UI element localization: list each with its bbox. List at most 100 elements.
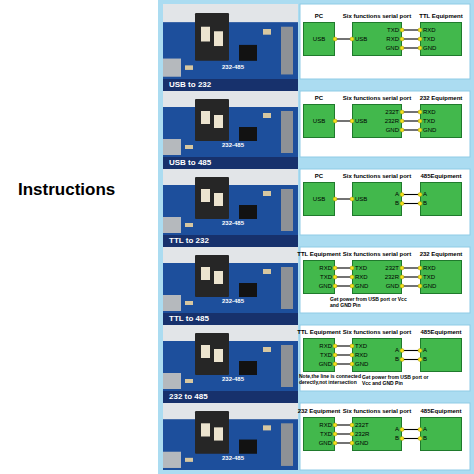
port-label: GND bbox=[319, 283, 332, 290]
device-box: 485EquipmentAB bbox=[420, 417, 462, 451]
pin-dot bbox=[350, 284, 354, 288]
wire bbox=[335, 198, 352, 199]
device-heading: 232 Equipment bbox=[420, 95, 463, 102]
frame bbox=[158, 0, 474, 474]
pin-dot bbox=[400, 110, 404, 114]
device-box: 232 EquipmentRXDTXDGND bbox=[420, 104, 462, 138]
port-label: RXD bbox=[423, 265, 436, 272]
port-label: GND bbox=[386, 283, 399, 290]
port-label: GND bbox=[319, 361, 332, 368]
mode-band: USB to 485 bbox=[163, 157, 298, 169]
port-label: TXD bbox=[423, 36, 435, 43]
device-heading: Six functions serial port bbox=[343, 251, 411, 258]
pin-dot bbox=[350, 423, 354, 427]
port-label: 232T bbox=[385, 265, 399, 272]
port-label: RXD bbox=[355, 274, 368, 281]
device-box: TTL EquipmentRXDTXDGND bbox=[420, 22, 462, 56]
device-box: 232 EquipmentRXDTXDGND bbox=[420, 260, 462, 294]
port-label: 232R bbox=[385, 274, 399, 281]
port-label: A bbox=[423, 426, 427, 433]
pin-dot bbox=[418, 128, 422, 132]
silkscreen-text: 232-485 bbox=[222, 142, 244, 149]
wire bbox=[402, 194, 420, 195]
port-label: GND bbox=[386, 45, 399, 52]
diagram-cell bbox=[300, 4, 470, 79]
port-label: A bbox=[423, 191, 427, 198]
port-label: USB bbox=[355, 196, 367, 203]
port-label: 232T bbox=[385, 109, 399, 116]
device-box: PCUSB bbox=[303, 104, 335, 138]
port-label: USB bbox=[355, 118, 367, 125]
wire bbox=[402, 129, 420, 130]
port-label: TXD bbox=[423, 118, 435, 125]
pin-dot bbox=[333, 284, 337, 288]
pin-dot bbox=[333, 197, 337, 201]
port-label: TXD bbox=[320, 274, 332, 281]
device-heading: Six functions serial port bbox=[343, 95, 411, 102]
port-label: GND bbox=[355, 283, 368, 290]
port-label: RXD bbox=[355, 352, 368, 359]
device-heading: Six functions serial port bbox=[343, 408, 411, 415]
port-label: 232R bbox=[355, 431, 369, 438]
wire bbox=[402, 120, 420, 121]
wire bbox=[402, 285, 420, 286]
pin-dot bbox=[400, 284, 404, 288]
port-label: TXD bbox=[423, 274, 435, 281]
wire bbox=[402, 111, 420, 112]
pin-dot bbox=[418, 266, 422, 270]
diagram-cell bbox=[300, 91, 470, 157]
pin-dot bbox=[333, 432, 337, 436]
pin-dot bbox=[333, 37, 337, 41]
port-label: GND bbox=[319, 440, 332, 447]
port-label: B bbox=[395, 435, 399, 442]
board-photo bbox=[163, 91, 298, 157]
port-label: GND bbox=[386, 127, 399, 134]
pin-dot bbox=[350, 344, 354, 348]
wire bbox=[402, 350, 420, 351]
note-text: Get power from USB port or Vcc and GND P… bbox=[330, 296, 410, 308]
pin-dot bbox=[350, 197, 354, 201]
port-label: RXD bbox=[423, 27, 436, 34]
board-photo bbox=[163, 325, 298, 391]
wire bbox=[335, 345, 352, 346]
port-label: GND bbox=[355, 440, 368, 447]
pin-dot bbox=[400, 266, 404, 270]
device-heading: 232 Equipment bbox=[420, 251, 463, 258]
port-label: RXD bbox=[319, 265, 332, 272]
pin-dot bbox=[400, 46, 404, 50]
wire bbox=[335, 433, 352, 434]
pin-dot bbox=[350, 362, 354, 366]
mode-name: TTL to 232 bbox=[169, 235, 209, 247]
port-label: RXD bbox=[386, 36, 399, 43]
port-label: USB bbox=[313, 118, 325, 125]
pin-dot bbox=[333, 353, 337, 357]
pin-dot bbox=[418, 275, 422, 279]
pin-dot bbox=[350, 353, 354, 357]
port-label: TXD bbox=[320, 352, 332, 359]
pin-dot bbox=[418, 28, 422, 32]
pin-dot bbox=[418, 37, 422, 41]
diagram-cell bbox=[300, 169, 470, 235]
pin-dot bbox=[400, 28, 404, 32]
device-box: Six functions serial portUSBAB bbox=[352, 182, 402, 216]
device-box: 485EquipmentAB bbox=[420, 182, 462, 216]
pin-dot bbox=[350, 266, 354, 270]
pin-dot bbox=[418, 119, 422, 123]
pin-dot bbox=[400, 428, 404, 432]
device-heading: Six functions serial port bbox=[343, 173, 411, 180]
silkscreen-text: 232-485 bbox=[222, 220, 244, 227]
port-label: 232R bbox=[385, 118, 399, 125]
pin-dot bbox=[333, 423, 337, 427]
pin-dot bbox=[418, 349, 422, 353]
silkscreen-text: 232-485 bbox=[222, 298, 244, 305]
port-label: USB bbox=[313, 36, 325, 43]
pin-dot bbox=[350, 432, 354, 436]
board-photo bbox=[163, 403, 298, 470]
device-heading: Six functions serial port bbox=[343, 13, 411, 20]
pin-dot bbox=[333, 441, 337, 445]
wire bbox=[402, 267, 420, 268]
board-photo bbox=[163, 247, 298, 313]
pin-dot bbox=[333, 362, 337, 366]
